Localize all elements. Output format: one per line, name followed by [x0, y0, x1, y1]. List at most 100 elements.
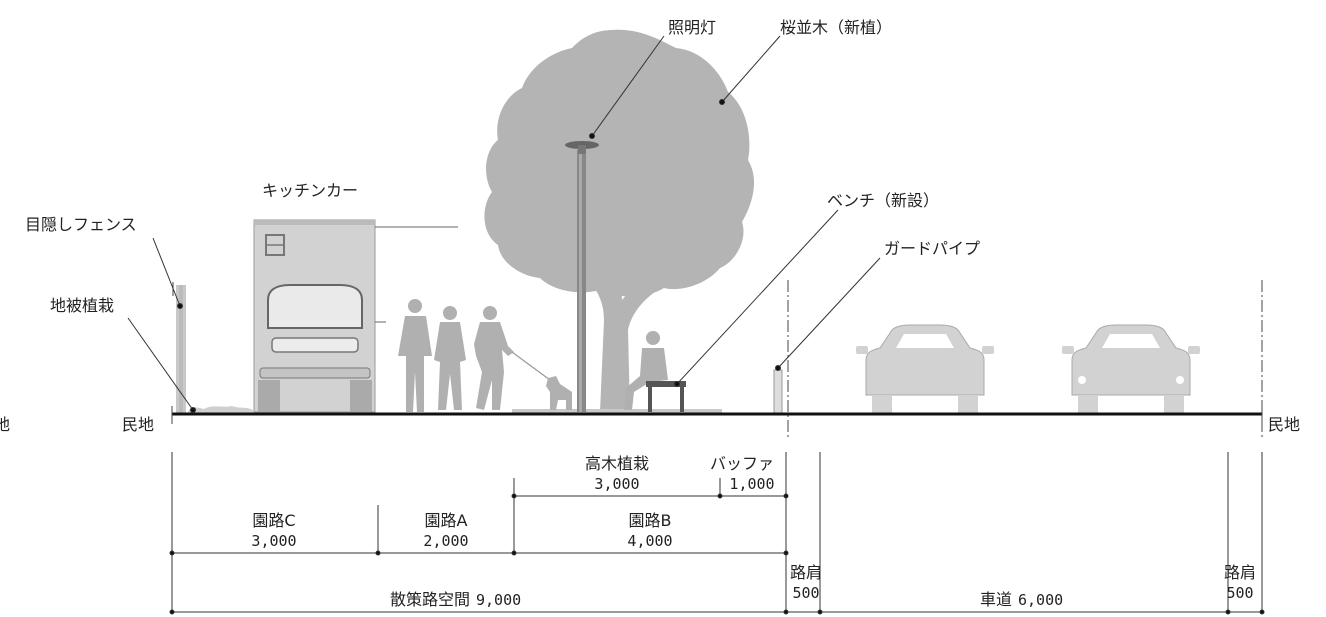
car-2-mirror-left — [1062, 346, 1074, 354]
fence-panel — [179, 285, 183, 413]
walk-space-value: 9,000 — [476, 591, 521, 609]
carriageway-value: 6,000 — [1018, 591, 1063, 609]
passenger-car-2 — [1062, 324, 1200, 413]
pedestrians — [398, 299, 668, 412]
tall-planting-label: 高木植栽 — [585, 454, 649, 473]
bench-leg-left — [648, 387, 652, 412]
grille — [271, 337, 359, 353]
shoulder-left-value: 500 — [792, 584, 819, 602]
car-2-headlight-right — [1176, 376, 1184, 384]
car-2-tire-left — [1078, 395, 1098, 413]
lamp-leader-dot — [589, 133, 595, 139]
ground-cover-label: 地被植栽 — [50, 296, 114, 315]
wheel-right — [350, 380, 372, 412]
person-3-body — [474, 322, 514, 410]
cherry-tree — [484, 29, 755, 414]
dimension-lines — [169, 452, 1265, 615]
person-3-head — [483, 306, 497, 320]
guard-pipe-label: ガードパイプ — [884, 239, 980, 258]
bench-leader — [676, 209, 839, 385]
seated-person-head — [646, 331, 660, 345]
fence-leader — [152, 237, 181, 307]
path-a-label: 園路A — [425, 511, 468, 530]
dim-middle-tick-2 — [375, 550, 381, 556]
car-1-tire-left — [872, 395, 892, 413]
lamp-pole-highlight — [579, 150, 582, 412]
person-1 — [398, 299, 432, 412]
cherry-trees-label: 桜並木（新植） — [780, 18, 892, 37]
lamp-neck — [578, 145, 586, 154]
car-1-mirror-left — [856, 346, 868, 354]
car-2-body — [1071, 324, 1191, 396]
ground-cover-shape — [188, 406, 254, 413]
screen-fence — [172, 282, 186, 413]
tree-canopy — [484, 29, 755, 297]
street-lamp — [565, 141, 599, 412]
dim-middle-tick-4 — [783, 550, 789, 556]
guard-pipe-leader-dot — [775, 365, 781, 371]
tree-trunk — [560, 250, 702, 412]
path-c-value: 3,000 — [251, 532, 296, 550]
fence-leader-dot — [177, 303, 183, 309]
car-2-headlight-left — [1078, 376, 1086, 384]
seated-person — [624, 331, 668, 410]
car-2-tire-right — [1164, 395, 1184, 413]
guard-pipe-post — [773, 369, 783, 414]
person-1-head — [408, 299, 422, 313]
car-1-body — [865, 324, 985, 396]
dog — [511, 351, 572, 410]
car-roof-edge — [254, 220, 375, 225]
dim-middle-tick-3 — [511, 550, 517, 556]
private-land-cut-label: 地 — [0, 415, 10, 434]
buffer-value: 1,000 — [729, 475, 774, 493]
kitchen-car-label: キッチンカー — [262, 181, 358, 200]
tree-pit — [512, 409, 722, 414]
seated-person-body — [624, 348, 668, 410]
path-c-label: 園路C — [252, 511, 295, 530]
person-1-body — [398, 316, 432, 412]
car-2-mirror-right — [1188, 346, 1200, 354]
carriageway-label: 車道 — [980, 590, 1012, 609]
tree-leader — [721, 35, 781, 103]
car-1-window — [896, 334, 954, 348]
private-land-left-label: 民地 — [122, 415, 154, 434]
person-2-head — [443, 306, 457, 320]
bench — [646, 381, 686, 412]
path-b-value: 4,000 — [627, 532, 672, 550]
private-land-right-label: 民地 — [1268, 415, 1300, 434]
car-1-tire-right — [958, 395, 978, 413]
lamp-label: 照明灯 — [668, 18, 716, 37]
shoulder-left-label: 路肩 — [790, 563, 822, 582]
bench-leg-right — [680, 387, 684, 412]
tall-planting-value: 3,000 — [594, 475, 639, 493]
windshield — [267, 284, 363, 329]
bench-leader-dot — [674, 381, 680, 387]
ground-cover-leader-dot — [190, 407, 196, 413]
path-b-label: 園路B — [629, 511, 672, 530]
dim-upper-tick-3 — [783, 493, 789, 499]
wheel-left — [258, 380, 280, 412]
bumper — [259, 367, 371, 379]
dim-middle-tick-1 — [169, 550, 175, 556]
shoulder-right-label: 路肩 — [1224, 563, 1256, 582]
passenger-car-1 — [856, 324, 994, 413]
leader-lines — [127, 35, 881, 413]
dim-bottom-tick-2 — [783, 609, 789, 615]
car-1-mirror-right — [982, 346, 994, 354]
dog-leash — [511, 351, 551, 381]
buffer-label: バッファ — [710, 454, 774, 473]
path-a-value: 2,000 — [423, 532, 468, 550]
kitchen-car — [253, 219, 458, 413]
screen-fence-label: 目隠しフェンス — [25, 215, 137, 234]
dog-body — [546, 376, 572, 410]
person-2-body — [434, 322, 466, 410]
lamp-leader — [591, 35, 665, 137]
person-2 — [434, 306, 466, 410]
tree-leader-dot — [719, 99, 725, 105]
ground-cover-leader — [127, 317, 194, 411]
bench-label: ベンチ（新設） — [827, 191, 939, 210]
car-2-window — [1102, 334, 1160, 348]
dim-bottom-tick-5 — [1259, 609, 1265, 615]
dim-bottom-tick-3 — [817, 609, 823, 615]
